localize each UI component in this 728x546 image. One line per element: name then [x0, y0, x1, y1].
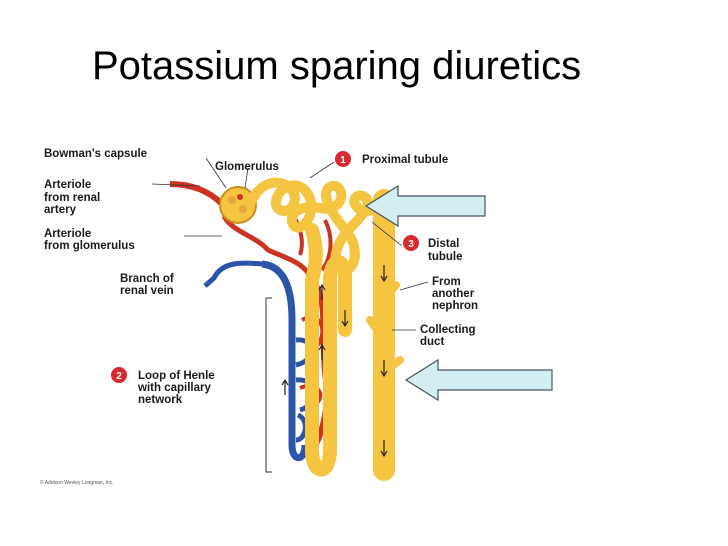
proximal-tubule	[247, 177, 347, 233]
label-arteriole-renal-1: Arteriole	[44, 179, 91, 191]
label-distal-tubule-1: Distal	[428, 238, 459, 250]
label-loop-henle-2: with capillary	[137, 382, 211, 394]
label-distal-tubule-2: tubule	[428, 251, 463, 263]
arrow-pointer-distal	[364, 184, 486, 228]
loop-bracket	[265, 297, 272, 473]
label-loop-henle-3: network	[138, 394, 183, 406]
label-arteriole-glom-2: from glomerulus	[44, 240, 135, 252]
label-glomerulus: Glomerulus	[215, 161, 279, 173]
label-from-nephron-1: From	[432, 276, 461, 288]
capillary-vein	[261, 260, 309, 462]
arrow-pointer-collecting	[404, 358, 553, 402]
label-proximal-tubule: Proximal tubule	[362, 154, 448, 166]
loop-of-henle	[305, 223, 352, 477]
number-badge-1	[335, 151, 351, 167]
label-loop-henle-1: Loop of Henle	[138, 370, 215, 382]
label-arteriole-renal-3: artery	[44, 204, 77, 216]
label-collecting-duct-2: duct	[420, 336, 444, 348]
number-3: 3	[408, 239, 414, 250]
label-collecting-duct-1: Collecting	[420, 324, 476, 336]
efferent-arteriole	[221, 214, 315, 282]
glomerulus	[219, 186, 257, 224]
renal-vein	[203, 260, 263, 288]
label-from-nephron-2: another	[432, 288, 475, 300]
label-branch-vein-1: Branch of	[120, 273, 174, 285]
copyright-text: © Addison Wesley Longman, Inc.	[40, 479, 114, 486]
label-branch-vein-2: renal vein	[120, 285, 174, 297]
number-2: 2	[116, 371, 122, 382]
number-badge-2	[111, 367, 127, 383]
afferent-arteriole	[169, 181, 225, 207]
label-arteriole-renal-2: from renal	[44, 192, 100, 204]
number-1: 1	[340, 155, 346, 166]
distal-tubule	[321, 190, 389, 275]
number-badge-3	[403, 235, 419, 251]
label-arteriole-glom-1: Arteriole	[44, 228, 91, 240]
label-from-nephron-3: nephron	[432, 300, 478, 312]
slide-title: Potassium sparing diuretics	[92, 44, 582, 88]
label-bowmans-capsule: Bowman's capsule	[44, 148, 147, 160]
